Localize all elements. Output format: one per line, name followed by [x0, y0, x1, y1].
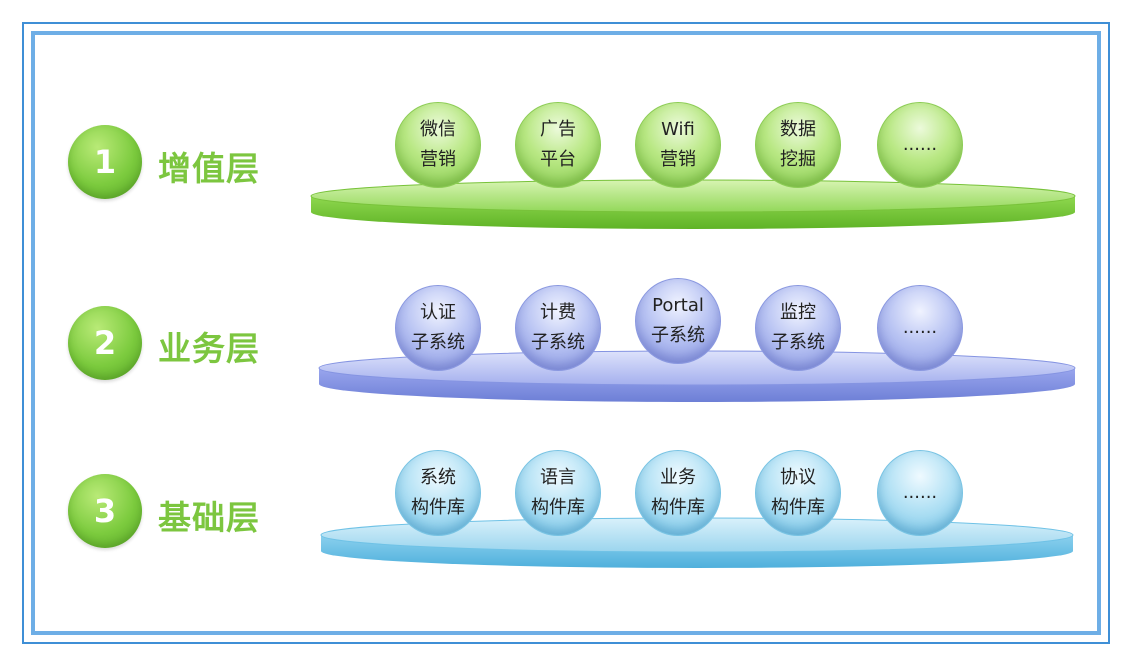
module-line-1: 业务	[660, 467, 696, 488]
module-line-1: 系统	[420, 467, 456, 488]
module-line-2: 构件库	[771, 497, 825, 518]
inner-frame	[31, 31, 1101, 635]
module-line-1: ......	[902, 317, 938, 338]
module-line-1: 微信	[420, 119, 456, 140]
module-bubble-3: Portal 子系统	[635, 278, 721, 364]
module-line-1: ......	[902, 482, 938, 503]
module-line-2: 构件库	[651, 497, 705, 518]
module-bubble-more: ......	[877, 285, 963, 371]
module-line-2: 挖掘	[780, 149, 816, 170]
module-bubble-3: 业务 构件库	[635, 450, 721, 536]
module-line-2: 子系统	[411, 332, 465, 353]
module-line-2: 子系统	[771, 332, 825, 353]
outer-frame	[22, 22, 1110, 644]
module-line-1: 监控	[780, 302, 816, 323]
module-bubble-2: 计费 子系统	[515, 285, 601, 371]
module-line-1: 认证	[420, 302, 456, 323]
module-bubble-more: ......	[877, 102, 963, 188]
layer-number-badge: 3	[68, 474, 142, 548]
layer-label: 业务层	[158, 329, 260, 368]
module-bubble-2: 广告 平台	[515, 102, 601, 188]
module-line-2: 构件库	[411, 497, 465, 518]
module-bubble-3: Wifi 营销	[635, 102, 721, 188]
module-line-1: 数据	[780, 119, 816, 140]
module-line-1: 协议	[780, 467, 816, 488]
module-bubble-more: ......	[877, 450, 963, 536]
layer-number-badge: 1	[68, 125, 142, 199]
module-line-1: 计费	[540, 302, 576, 323]
layer-label: 增值层	[158, 149, 260, 188]
platform-disc-blue	[320, 517, 1074, 568]
module-bubble-4: 协议 构件库	[755, 450, 841, 536]
module-line-2: 营销	[420, 149, 456, 170]
module-bubble-2: 语言 构件库	[515, 450, 601, 536]
module-line-2: 构件库	[531, 497, 585, 518]
platform-disc-purple	[318, 350, 1076, 402]
module-bubble-1: 系统 构件库	[395, 450, 481, 536]
module-line-1: Wifi	[661, 119, 695, 140]
module-bubble-1: 认证 子系统	[395, 285, 481, 371]
module-line-1: ......	[902, 134, 938, 155]
module-line-1: 广告	[540, 119, 576, 140]
module-line-2: 子系统	[531, 332, 585, 353]
platform-disc-green	[310, 179, 1076, 229]
module-line-2: 子系统	[651, 325, 705, 346]
module-line-2: 平台	[540, 149, 576, 170]
layer-number-badge: 2	[68, 306, 142, 380]
module-line-1: 语言	[540, 467, 576, 488]
module-line-2: 营销	[660, 149, 696, 170]
module-bubble-4: 数据 挖掘	[755, 102, 841, 188]
module-bubble-1: 微信 营销	[395, 102, 481, 188]
module-line-1: Portal	[652, 295, 704, 316]
module-bubble-4: 监控 子系统	[755, 285, 841, 371]
layer-label: 基础层	[158, 498, 260, 537]
